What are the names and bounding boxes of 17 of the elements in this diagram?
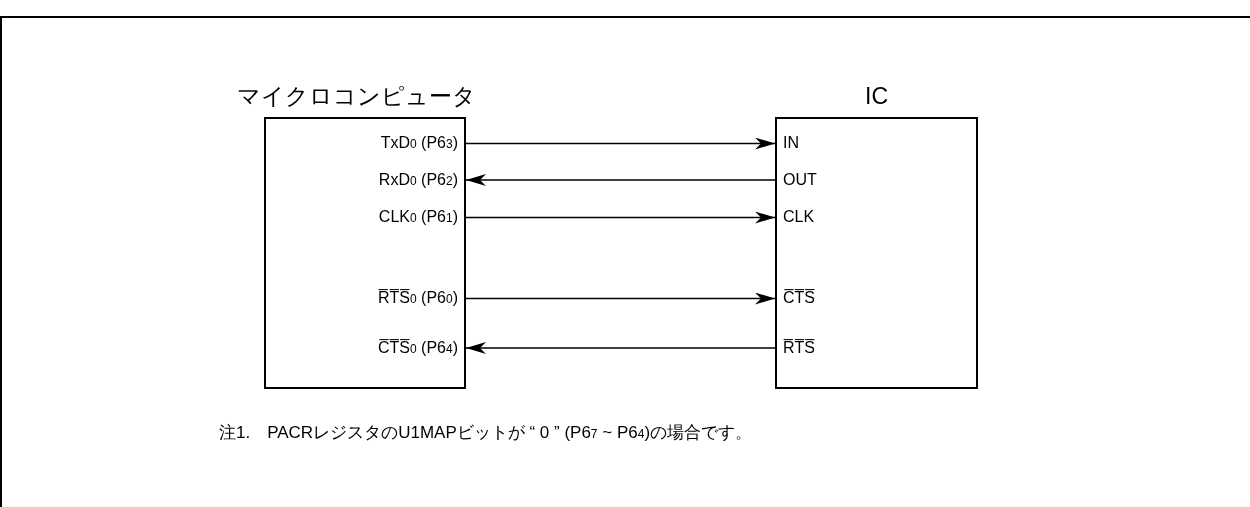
block-title: マイクロコンピュータ <box>237 82 476 110</box>
block-title: IC <box>864 82 889 110</box>
pin-label: TxD$_{0}$ (P6$_{3}$) <box>380 133 466 154</box>
pin-label: OUT <box>775 170 817 190</box>
arrow <box>465 342 776 354</box>
arrow <box>465 211 776 224</box>
pin-label: R̅T̅S̅ <box>775 338 815 358</box>
pin-label: C̅T̅S̅$_{0}$ (P6$_{4}$) <box>377 338 466 359</box>
arrow <box>465 292 776 305</box>
pin-label: RxD$_{0}$ (P6$_{2}$) <box>378 170 466 191</box>
arrow <box>465 174 776 186</box>
pin-label: CLK$_{0}$ (P6$_{1}$) <box>378 207 466 228</box>
arrow <box>465 137 776 150</box>
pin-label: C̅T̅S̅ <box>775 288 815 308</box>
pin-label: IN <box>775 133 799 153</box>
pin-label: CLK <box>775 207 815 227</box>
pin-label: R̅T̅S̅$_{0}$ (P6$_{0}$) <box>377 288 466 309</box>
